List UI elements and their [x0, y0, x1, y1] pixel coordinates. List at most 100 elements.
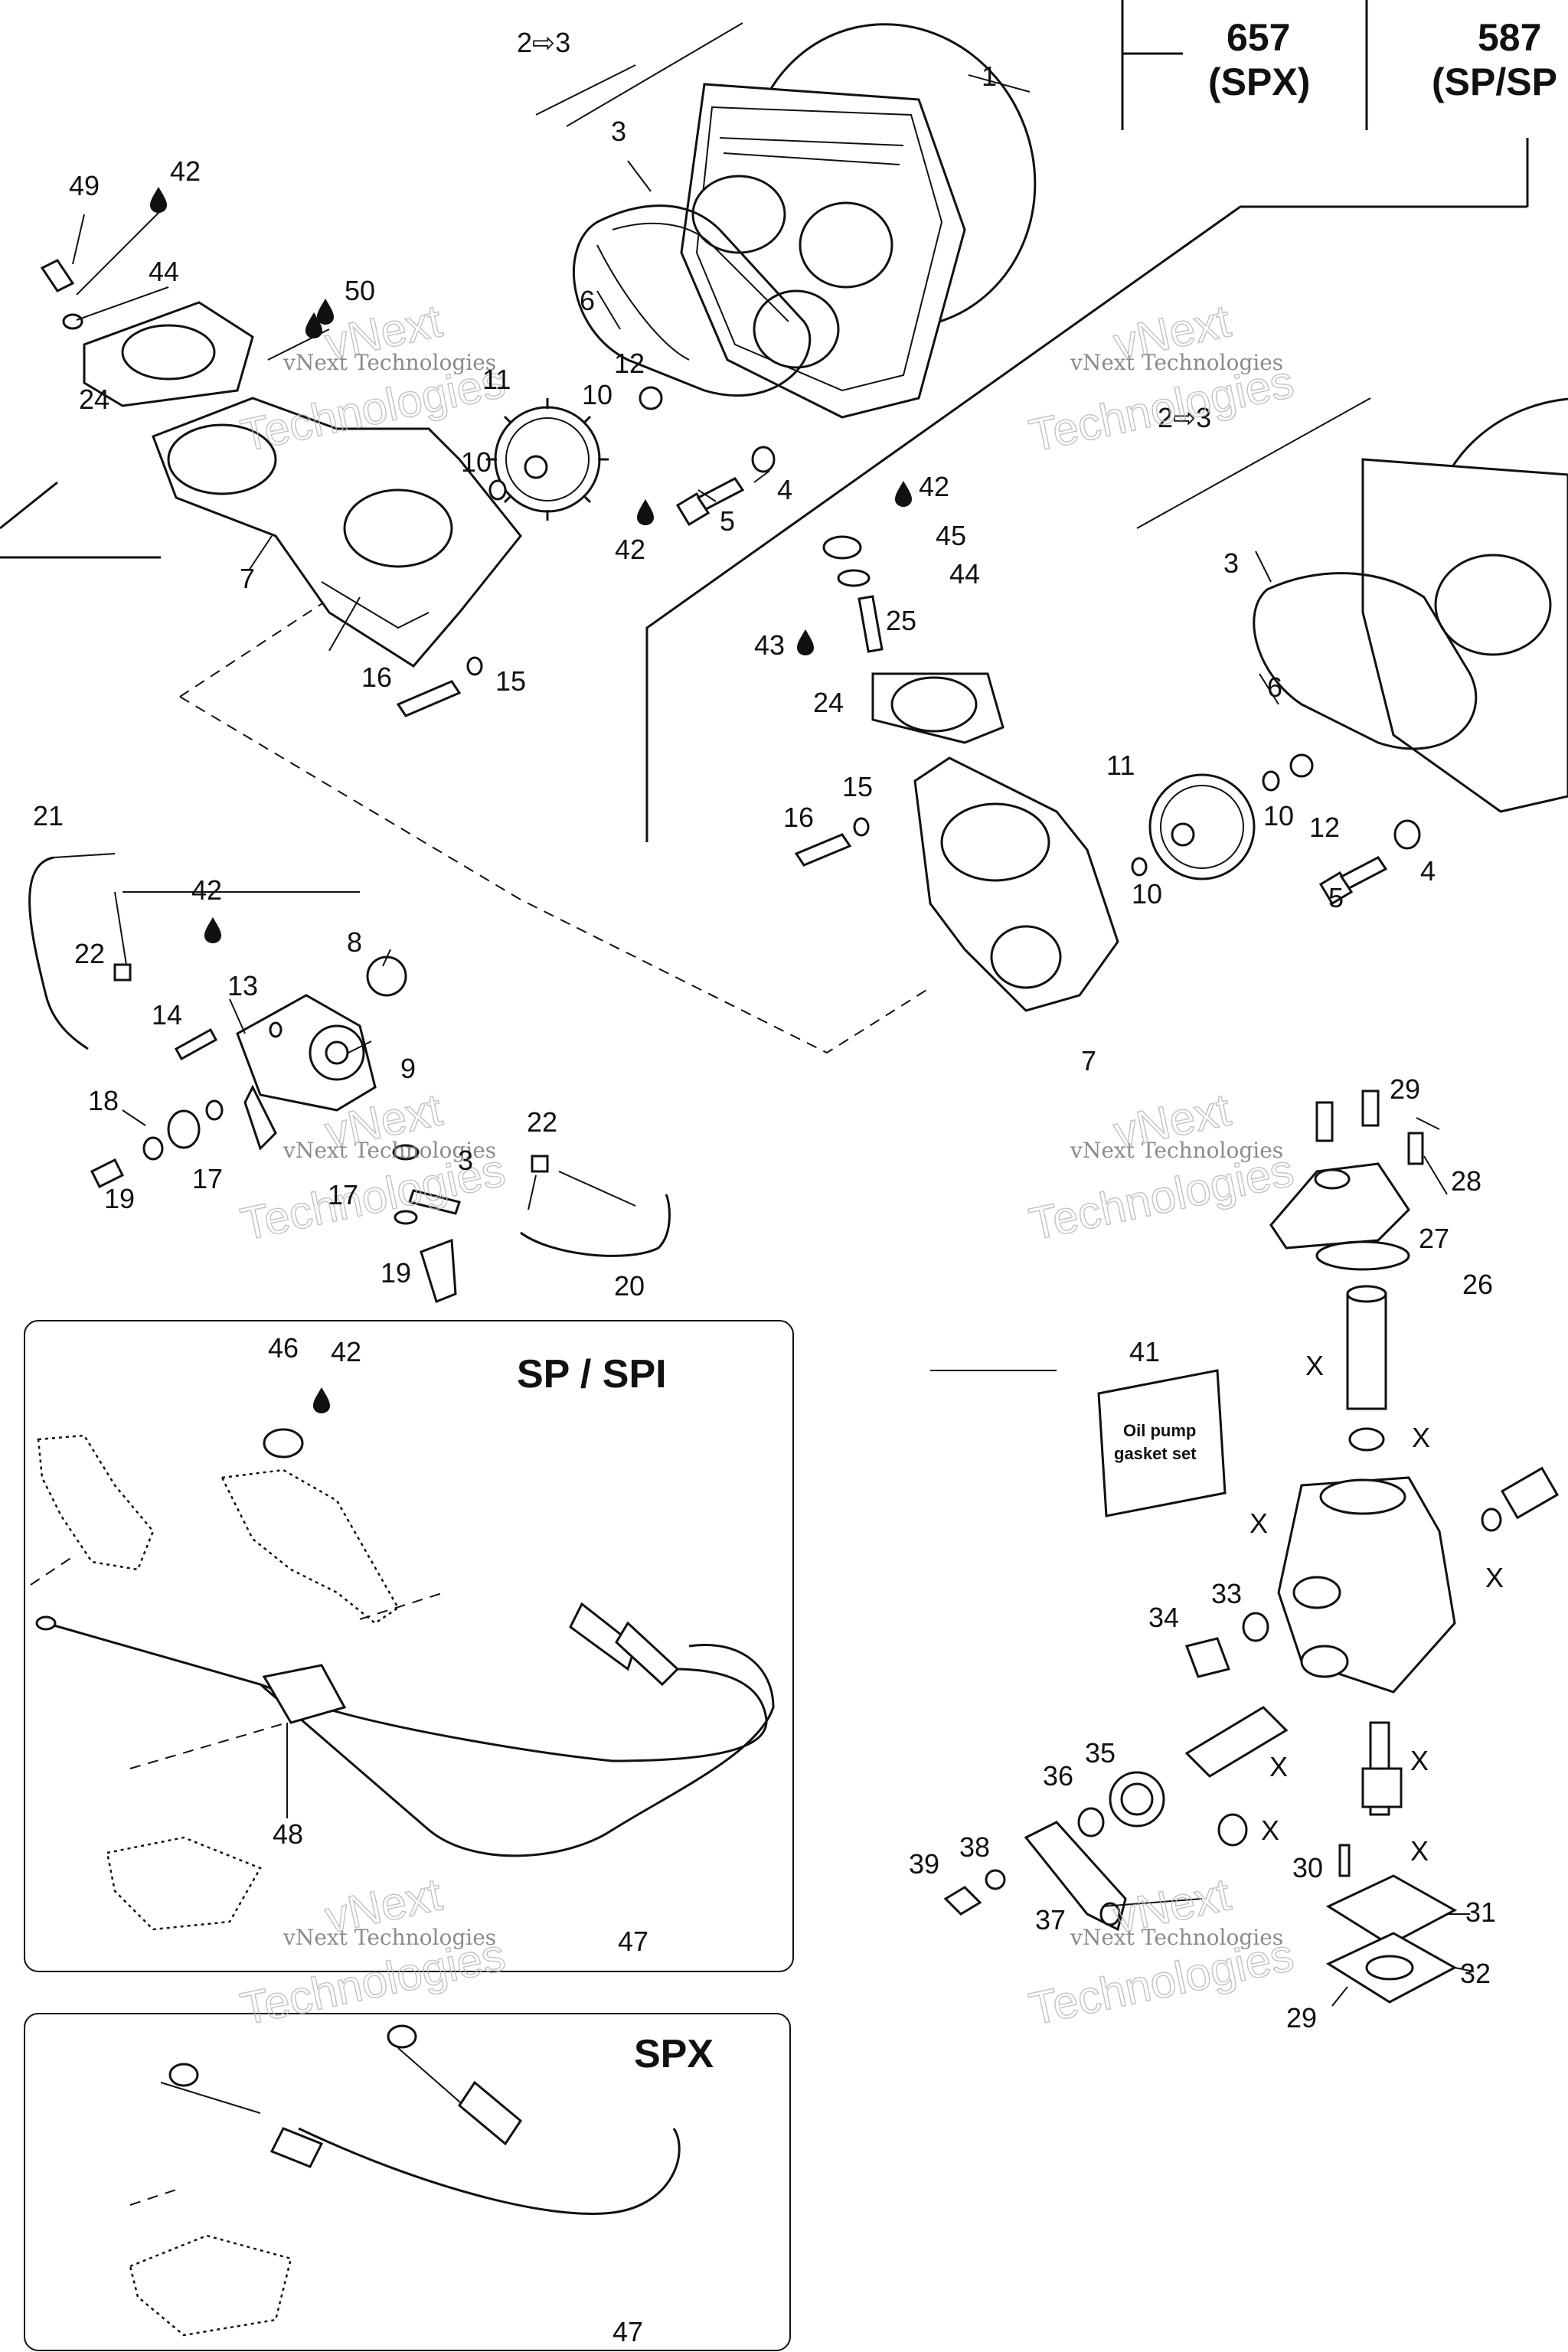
callout-35: 35 — [1085, 1737, 1116, 1769]
callout-6: 6 — [580, 285, 595, 316]
callout-25: 25 — [886, 605, 916, 636]
callout-30: 30 — [1292, 1852, 1323, 1883]
callout-16: 16 — [361, 662, 392, 693]
rotary-valve-cover-657 — [680, 23, 1037, 419]
model-657-variant-label: (SPX) — [1208, 60, 1310, 103]
gasket-o-ring-587 — [1253, 572, 1478, 750]
oil-drop-icons — [150, 187, 912, 1413]
pump-lever-37 — [943, 1821, 1127, 1932]
callout-11: 11 — [482, 364, 511, 395]
spx-variant-box: SPX — [24, 2013, 791, 2351]
rotary-valve-base-587 — [913, 756, 1119, 1012]
callout-37: 37 — [1035, 1904, 1066, 1936]
callout-labels: 1 3 6 49 42 44 50 24 11 12 10 10 4 5 42 … — [33, 60, 1504, 2347]
callout-29: 29 — [1390, 1073, 1420, 1105]
callout-x: X — [1410, 1835, 1429, 1867]
callout-31: 31 — [1465, 1896, 1496, 1928]
callout-3: 3 — [458, 1145, 473, 1176]
oil-hose-21 — [28, 853, 116, 1050]
model-header-587: 587 (SP/SP — [1365, 0, 1557, 207]
callout-43: 43 — [754, 629, 785, 661]
callout-leader-lines — [72, 74, 1475, 2007]
stud-25 — [858, 595, 884, 653]
oil-pump-gasket-kit-41: Oil pump gasket set — [1097, 1369, 1227, 1517]
callout-49: 49 — [69, 170, 100, 201]
callout-15: 15 — [495, 665, 526, 697]
pump-body — [1277, 1427, 1560, 1694]
small-nut-657 — [639, 386, 663, 410]
callout-26: 26 — [1462, 1269, 1493, 1300]
banjo-fittings — [90, 1021, 461, 1303]
callout-20: 20 — [614, 1270, 645, 1302]
callout-10: 10 — [461, 446, 492, 478]
bolt-16-657 — [396, 656, 483, 717]
callout-x: X — [1269, 1751, 1288, 1782]
pump-cover-28 — [1269, 1162, 1410, 1250]
callout-x: X — [1485, 1562, 1504, 1593]
dashed-arrow-2-3-left: 2⇨3 — [517, 22, 743, 127]
callout-8: 8 — [347, 926, 362, 958]
oil-drop-icon — [797, 629, 814, 655]
callout-21: 21 — [33, 800, 64, 831]
callout-24: 24 — [813, 687, 844, 718]
washer-44-left — [62, 313, 83, 330]
callout-14: 14 — [152, 999, 182, 1031]
oil-line-20 — [520, 1171, 671, 1257]
callout-12: 12 — [614, 348, 645, 379]
group-boundary-lines — [0, 205, 1527, 1054]
intake-gasket-657 — [83, 301, 254, 407]
callout-27: 27 — [1419, 1223, 1449, 1254]
callout-4: 4 — [777, 474, 792, 505]
callout-12: 12 — [1309, 812, 1340, 843]
callout-x: X — [1250, 1508, 1268, 1539]
pump-shaft-26 — [1346, 1285, 1387, 1410]
callout-45: 45 — [936, 520, 966, 551]
callout-x: X — [1412, 1422, 1430, 1453]
callout-9: 9 — [400, 1053, 416, 1084]
rotary-valve-base-657 — [152, 397, 522, 668]
callout-17: 17 — [328, 1179, 358, 1210]
callout-42: 42 — [170, 155, 201, 187]
oil-drop-icon — [313, 1387, 330, 1413]
callout-4: 4 — [1420, 855, 1436, 887]
bolt-16-587 — [794, 817, 870, 867]
callout-10: 10 — [582, 379, 612, 410]
callout-5: 5 — [720, 505, 735, 537]
callout-18: 18 — [88, 1085, 119, 1116]
callout-46: 46 — [268, 1332, 299, 1364]
nut-45-and-washer-44 — [822, 535, 871, 587]
callout-41: 41 — [1129, 1336, 1160, 1367]
callout-13: 13 — [227, 970, 258, 1001]
oil-drop-icon — [637, 499, 654, 525]
callout-7: 7 — [1081, 1045, 1096, 1076]
gasket-o-ring-657 — [572, 204, 812, 397]
dashed-arrow-2-3-right: 2⇨3 — [1136, 397, 1371, 529]
spx-box-title: SPX — [634, 2032, 714, 2076]
callout-11: 11 — [1106, 750, 1135, 781]
callout-x: X — [1305, 1350, 1324, 1381]
hex-bolt-657 — [675, 477, 745, 527]
callout-48: 48 — [273, 1818, 303, 1850]
callout-16: 16 — [783, 802, 814, 833]
callout-32: 32 — [1460, 1958, 1491, 1989]
callout-47: 47 — [612, 2316, 643, 2347]
watermark-text: vNext Technologies — [283, 350, 496, 375]
callout-19: 19 — [381, 1257, 411, 1289]
callout-47: 47 — [618, 1926, 648, 1957]
callout-6: 6 — [1267, 671, 1282, 703]
callout-44: 44 — [949, 558, 980, 590]
cap-screw-49 — [40, 259, 75, 292]
oil-drop-icon — [150, 187, 167, 213]
oil-drop-icon — [305, 312, 322, 338]
callout-24: 24 — [79, 384, 109, 415]
watermark-text: vNext Technologies — [1070, 350, 1283, 375]
kit-card-line1: Oil pump — [1123, 1421, 1196, 1440]
plug-34-and-washer-33 — [1185, 1612, 1269, 1678]
model-657-label: 657 — [1227, 16, 1290, 59]
watermark-text: vNext Technologies — [1070, 1138, 1283, 1163]
callout-28: 28 — [1451, 1165, 1481, 1197]
o-ring-27 — [1315, 1240, 1410, 1271]
callout-44: 44 — [149, 256, 179, 287]
